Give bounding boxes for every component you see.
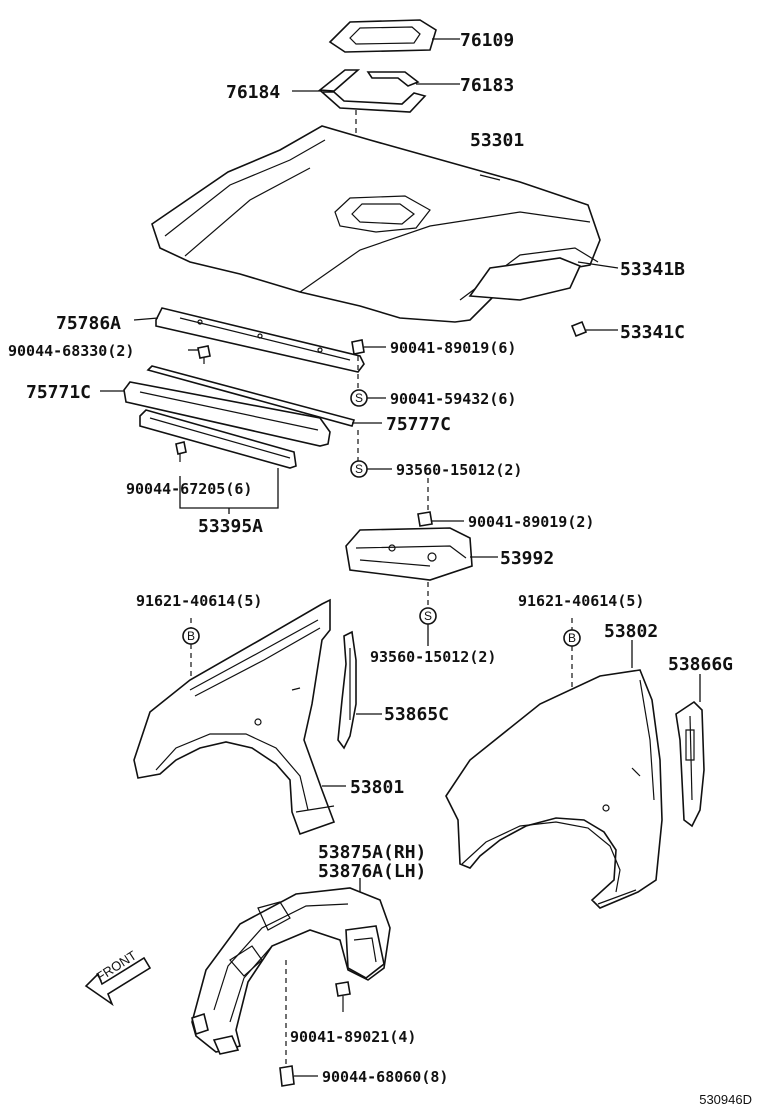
clip-90041-89021 <box>335 981 351 1012</box>
fender-liner <box>191 887 391 1055</box>
label-76109: 76109 <box>460 30 514 51</box>
bracket-53992 <box>345 527 473 581</box>
label-53341b: 53341B <box>620 259 685 280</box>
label-53992: 53992 <box>500 548 554 569</box>
clip-90044-68060 <box>279 1065 295 1087</box>
label-53341c: 53341C <box>620 322 685 343</box>
seal-53395a <box>139 409 297 469</box>
label-53802: 53802 <box>604 621 658 642</box>
clip-53341c <box>570 320 588 338</box>
drawing-number: 530946D <box>699 1092 752 1107</box>
marker-b-label: B <box>568 631 576 645</box>
label-75777c: 75777C <box>386 414 451 435</box>
label-53866g: 53866G <box>668 654 733 675</box>
label-53395a: 53395A <box>198 516 263 537</box>
clip-90044-68330 <box>197 345 211 364</box>
clip-90044-67205 <box>175 441 187 462</box>
marker-b-left: B <box>182 627 200 645</box>
label-91621-right: 91621-40614(5) <box>518 592 644 610</box>
screw-marker-s-3: S <box>419 607 437 625</box>
label-90044-68330: 90044-68330(2) <box>8 342 134 360</box>
hood-panel <box>151 125 601 323</box>
label-76184: 76184 <box>226 82 280 103</box>
label-53801: 53801 <box>350 777 404 798</box>
label-90041-89021: 90041-89021(4) <box>290 1028 416 1046</box>
marker-s-label: S <box>355 462 363 476</box>
marker-s-label: S <box>424 609 432 623</box>
clip-90041-89019-b <box>417 511 433 527</box>
marker-b-label: B <box>187 629 195 643</box>
weatherstrip-75777c <box>146 365 356 427</box>
marker-b-right: B <box>563 629 581 647</box>
front-fender-rh <box>445 669 663 909</box>
label-75786a: 75786A <box>56 313 121 334</box>
label-75771c: 75771C <box>26 382 91 403</box>
label-53876a: 53876A(LH) <box>318 861 426 882</box>
fender-seal-53866g <box>675 700 705 828</box>
hood-scoop-cover <box>328 19 437 53</box>
screw-marker-s-1: S <box>350 389 368 407</box>
label-90041-89019-6: 90041-89019(6) <box>390 339 516 357</box>
cowl-seal-strip <box>155 307 365 373</box>
screw-marker-s-2: S <box>350 460 368 478</box>
label-90044-68060: 90044-68060(8) <box>322 1068 448 1086</box>
label-90044-67205: 90044-67205(6) <box>126 480 252 498</box>
hood-scoop-seal <box>317 69 427 113</box>
label-91621-left: 91621-40614(5) <box>136 592 262 610</box>
clip-90041-89019-a <box>351 339 365 355</box>
label-93560-15012-a: 93560-15012(2) <box>396 461 522 479</box>
marker-s-label: S <box>355 391 363 405</box>
label-90041-59432: 90041-59432(6) <box>390 390 516 408</box>
label-93560-15012-b: 93560-15012(2) <box>370 648 496 666</box>
label-76183: 76183 <box>460 75 514 96</box>
label-53875a: 53875A(RH) <box>318 842 426 863</box>
label-53301: 53301 <box>470 130 524 151</box>
front-direction-arrow: FRONT <box>84 948 152 1007</box>
front-fender-lh <box>133 598 336 836</box>
cowl-lower-seal <box>123 381 331 447</box>
label-53865c: 53865C <box>384 704 449 725</box>
fender-seal-53865c <box>337 630 357 750</box>
label-90041-89019-2: 90041-89019(2) <box>468 513 594 531</box>
